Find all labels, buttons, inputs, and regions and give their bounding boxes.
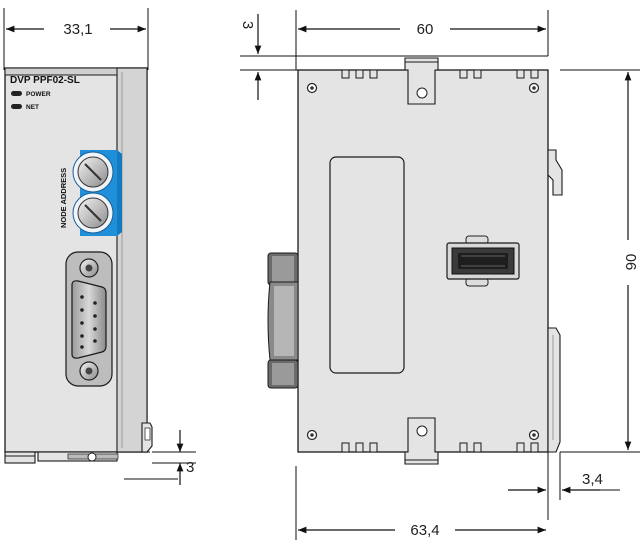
front-bottom-dimension: 3 bbox=[118, 430, 196, 485]
corner-screws bbox=[306, 82, 540, 441]
side-width-value: 60 bbox=[417, 21, 434, 38]
front-width-value: 33,1 bbox=[63, 21, 92, 38]
side-top-dimension: 3 bbox=[239, 14, 548, 100]
front-bottom-value: 3 bbox=[186, 459, 194, 476]
net-led-label: NET bbox=[26, 104, 39, 111]
side-dsub-connector bbox=[267, 252, 299, 389]
side-width-dimension: 60 bbox=[295, 10, 549, 70]
side-depth-dimension: 63,4 bbox=[295, 466, 546, 540]
side-rail-value: 3,4 bbox=[582, 471, 603, 488]
dsub-connector bbox=[65, 251, 113, 387]
power-led-icon bbox=[11, 91, 22, 96]
side-view: 3 60 90 bbox=[239, 10, 640, 540]
side-depth-value: 63,4 bbox=[410, 522, 439, 539]
din-rail-clip bbox=[547, 149, 563, 453]
power-led-label: POWER bbox=[26, 91, 51, 98]
side-top-value: 3 bbox=[239, 21, 256, 29]
front-width-dimension: 33,1 bbox=[6, 21, 146, 38]
bottom-clip bbox=[404, 417, 439, 465]
side-height-value: 90 bbox=[623, 254, 640, 271]
expansion-connector bbox=[446, 235, 520, 287]
node-address-switches bbox=[72, 150, 122, 236]
side-rail-dimension: 3,4 bbox=[508, 452, 620, 520]
label-recess bbox=[329, 156, 405, 374]
model-label: DVP PPF02-SL bbox=[10, 75, 80, 86]
net-led-icon bbox=[11, 104, 22, 109]
front-view: 33,1 DVP PPF02-SL POWER NET NODE ADDRESS bbox=[3, 8, 196, 485]
side-height-dimension: 90 bbox=[560, 69, 640, 453]
node-address-label: NODE ADDRESS bbox=[59, 168, 68, 228]
